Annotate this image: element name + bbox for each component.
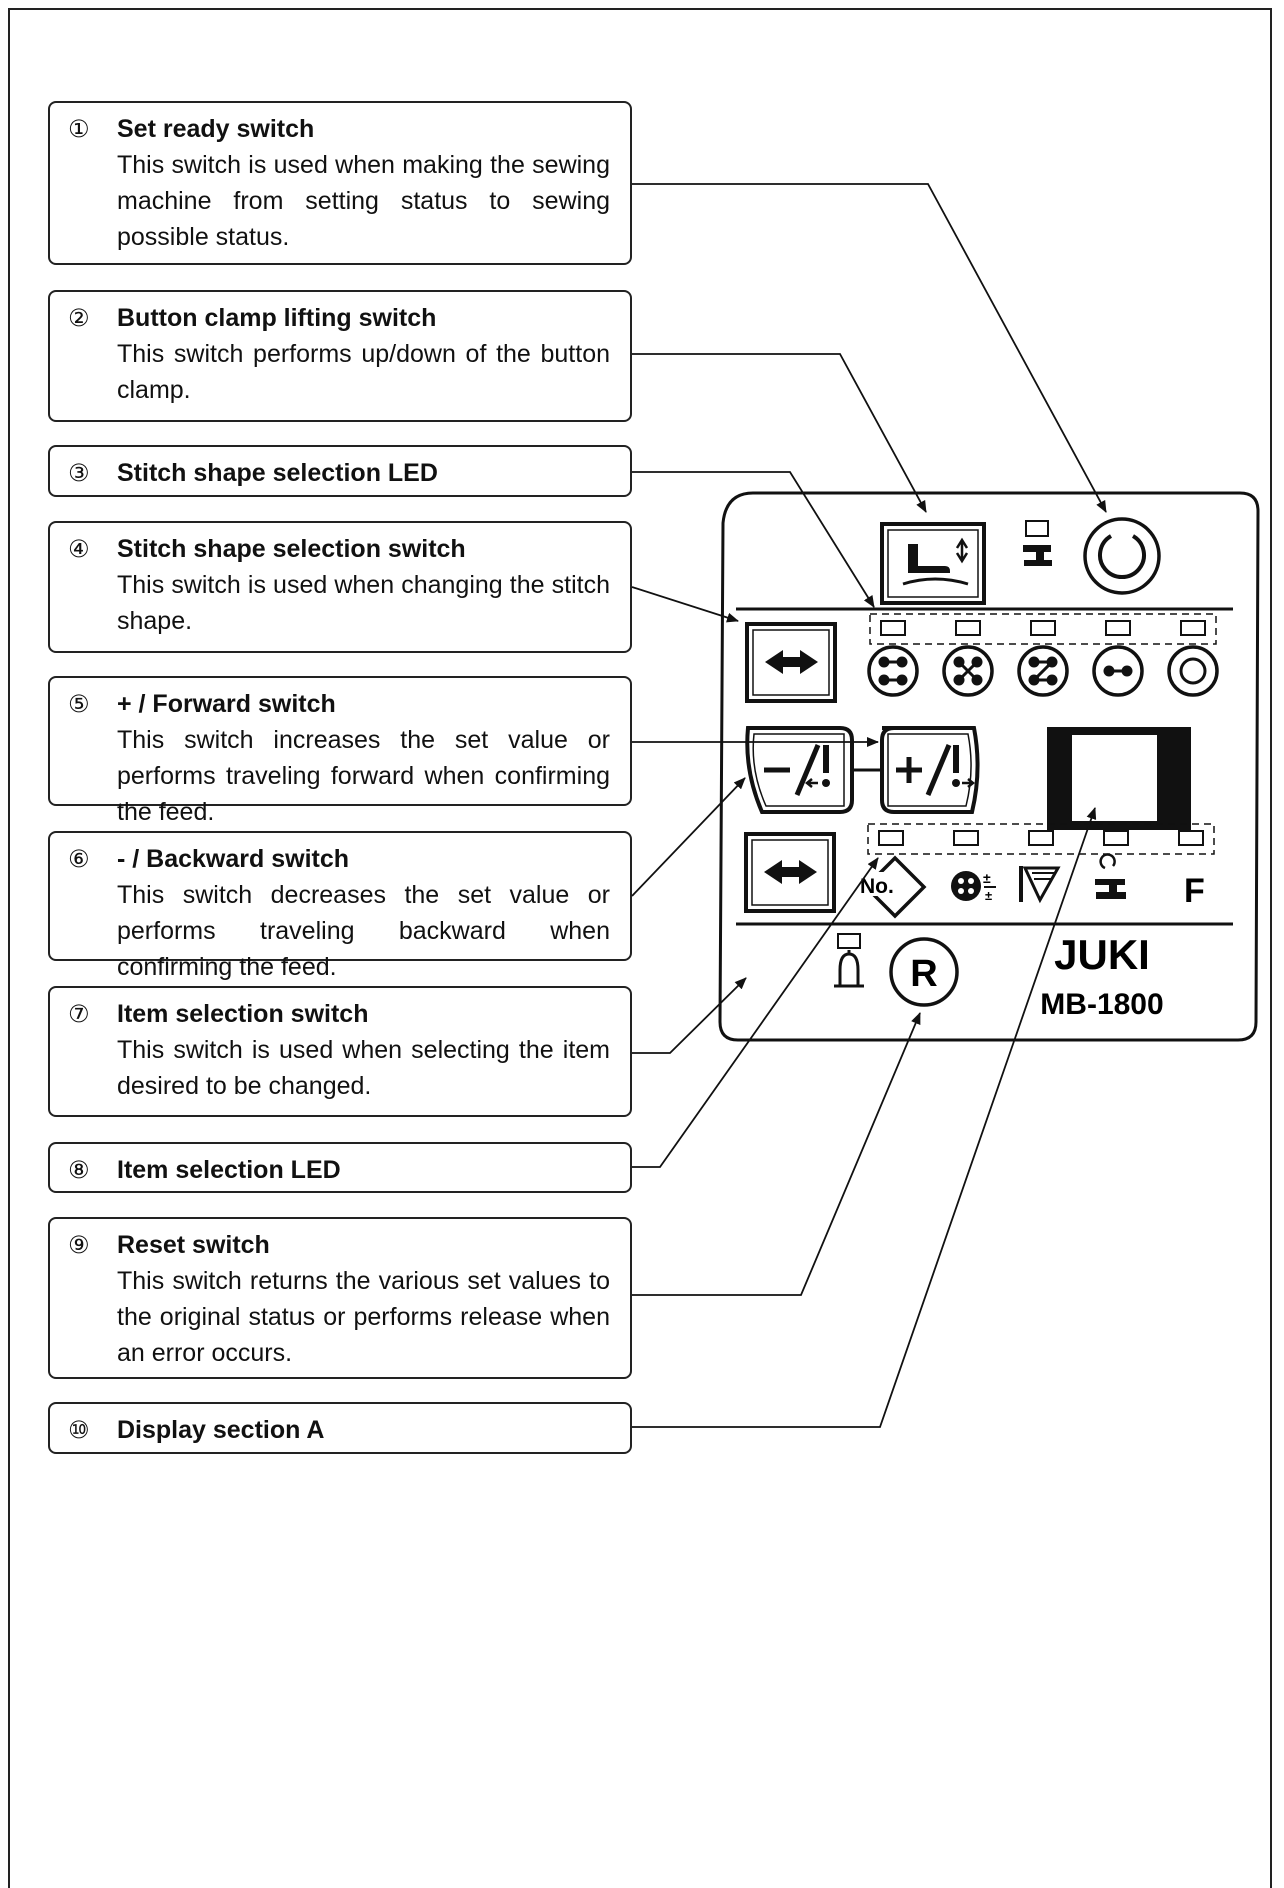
callout-plus-forward-switch: ⑤ + / Forward switch This switch increas… bbox=[48, 676, 632, 826]
callout-title: Stitch shape selection switch bbox=[117, 535, 466, 563]
callout-number: ⑧ bbox=[68, 1156, 90, 1184]
set-ready-button[interactable] bbox=[1083, 517, 1161, 595]
callout-stitch-shape-selection-led: ③ Stitch shape selection LED bbox=[48, 445, 632, 497]
callout-description: This switch is used when selecting the i… bbox=[117, 1036, 610, 1100]
item-selection-leds bbox=[878, 830, 1204, 846]
plus-forward-button[interactable] bbox=[880, 726, 980, 814]
set-ready-led bbox=[1025, 520, 1049, 537]
operation-panel bbox=[718, 491, 1260, 1042]
callout-description: This switch increases the set value or p… bbox=[117, 726, 610, 826]
stitch-custom-icon bbox=[1167, 645, 1219, 697]
stitch-shape-selection-button[interactable] bbox=[745, 622, 837, 703]
leader-lines bbox=[631, 183, 1107, 1428]
pattern-number-icon: No. bbox=[857, 855, 927, 919]
page-frame bbox=[8, 8, 1272, 1888]
left-right-arrow-icon bbox=[764, 860, 817, 884]
callout-number: ① bbox=[68, 115, 90, 143]
svg-text:±: ± bbox=[985, 888, 992, 903]
needle-icon bbox=[823, 745, 829, 773]
callout-set-ready-switch: ① Set ready switch This switch is used w… bbox=[48, 101, 632, 265]
callout-description: This switch is used when changing the st… bbox=[117, 571, 610, 635]
bell-icon bbox=[834, 950, 864, 988]
callout-description: This switch decreases the set value or p… bbox=[117, 881, 610, 981]
callout-title: Stitch shape selection LED bbox=[117, 459, 438, 487]
callout-reset-switch: ⑨ Reset switch This switch returns the v… bbox=[48, 1217, 632, 1379]
left-right-arrow-icon bbox=[765, 650, 818, 674]
callout-number: ② bbox=[68, 304, 90, 332]
minus-backward-button[interactable] bbox=[745, 726, 854, 814]
reset-letter: R bbox=[910, 953, 937, 995]
callout-title: Item selection LED bbox=[117, 1156, 341, 1184]
callout-number: ④ bbox=[68, 535, 90, 563]
stitch-two-hole-icon bbox=[1092, 645, 1144, 697]
callout-button-clamp-lifting-switch: ② Button clamp lifting switch This switc… bbox=[48, 290, 632, 422]
callout-title: Button clamp lifting switch bbox=[117, 304, 437, 332]
stitch-z-four-hole-icon bbox=[1017, 645, 1069, 697]
callout-stitch-shape-selection-switch: ④ Stitch shape selection switch This swi… bbox=[48, 521, 632, 653]
callout-title: + / Forward switch bbox=[117, 690, 336, 718]
callout-title: - / Backward switch bbox=[117, 845, 350, 873]
callout-description: This switch performs up/down of the butt… bbox=[117, 340, 610, 404]
machine-restart-icon bbox=[1095, 853, 1126, 899]
callout-item-selection-switch: ⑦ Item selection switch This switch is u… bbox=[48, 986, 632, 1117]
callout-display-section-a: ⑩ Display section A bbox=[48, 1402, 632, 1454]
callout-description: This switch returns the various set valu… bbox=[117, 1267, 610, 1367]
stitch-shape-led-group bbox=[869, 613, 1217, 645]
callout-number: ③ bbox=[68, 459, 90, 487]
callout-minus-backward-switch: ⑥ - / Backward switch This switch decrea… bbox=[48, 831, 632, 981]
callout-description: This switch is used when making the sewi… bbox=[117, 151, 610, 251]
display-section-a bbox=[1047, 727, 1191, 830]
brand-logo: JUKI bbox=[1054, 931, 1150, 978]
reset-button[interactable]: R bbox=[889, 937, 959, 1007]
stitch-parallel-four-hole-icon bbox=[867, 645, 919, 697]
up-down-arrow-icon bbox=[955, 537, 969, 564]
stitch-cross-four-hole-icon bbox=[942, 645, 994, 697]
needle-icon bbox=[953, 745, 959, 773]
presser-foot-icon bbox=[908, 544, 950, 573]
button-thread-icon: ± ± bbox=[951, 870, 996, 903]
callout-number: ⑩ bbox=[68, 1416, 90, 1444]
callout-number: ⑤ bbox=[68, 690, 90, 718]
callout-number: ⑨ bbox=[68, 1231, 90, 1259]
callout-number: ⑥ bbox=[68, 845, 90, 873]
function-key-label: F bbox=[1184, 872, 1205, 910]
callout-title: Item selection switch bbox=[117, 1000, 369, 1028]
callout-title: Display section A bbox=[117, 1416, 325, 1444]
thread-tension-icon bbox=[1019, 866, 1061, 904]
item-selection-led-group bbox=[867, 823, 1215, 855]
no-label: No. bbox=[860, 875, 894, 898]
callout-number: ⑦ bbox=[68, 1000, 90, 1028]
callout-title: Set ready switch bbox=[117, 115, 315, 143]
svg-text:±: ± bbox=[983, 870, 991, 886]
item-selection-button[interactable] bbox=[744, 832, 836, 913]
sewing-machine-icon bbox=[1023, 545, 1052, 566]
stitch-shape-leds bbox=[880, 620, 1206, 636]
callout-title: Reset switch bbox=[117, 1231, 270, 1259]
model-label: MB-1800 bbox=[1040, 988, 1163, 1021]
button-clamp-lifting-button[interactable] bbox=[880, 522, 986, 605]
callout-item-selection-led: ⑧ Item selection LED bbox=[48, 1142, 632, 1193]
error-led bbox=[837, 933, 861, 949]
ready-arc-icon bbox=[1098, 534, 1146, 580]
